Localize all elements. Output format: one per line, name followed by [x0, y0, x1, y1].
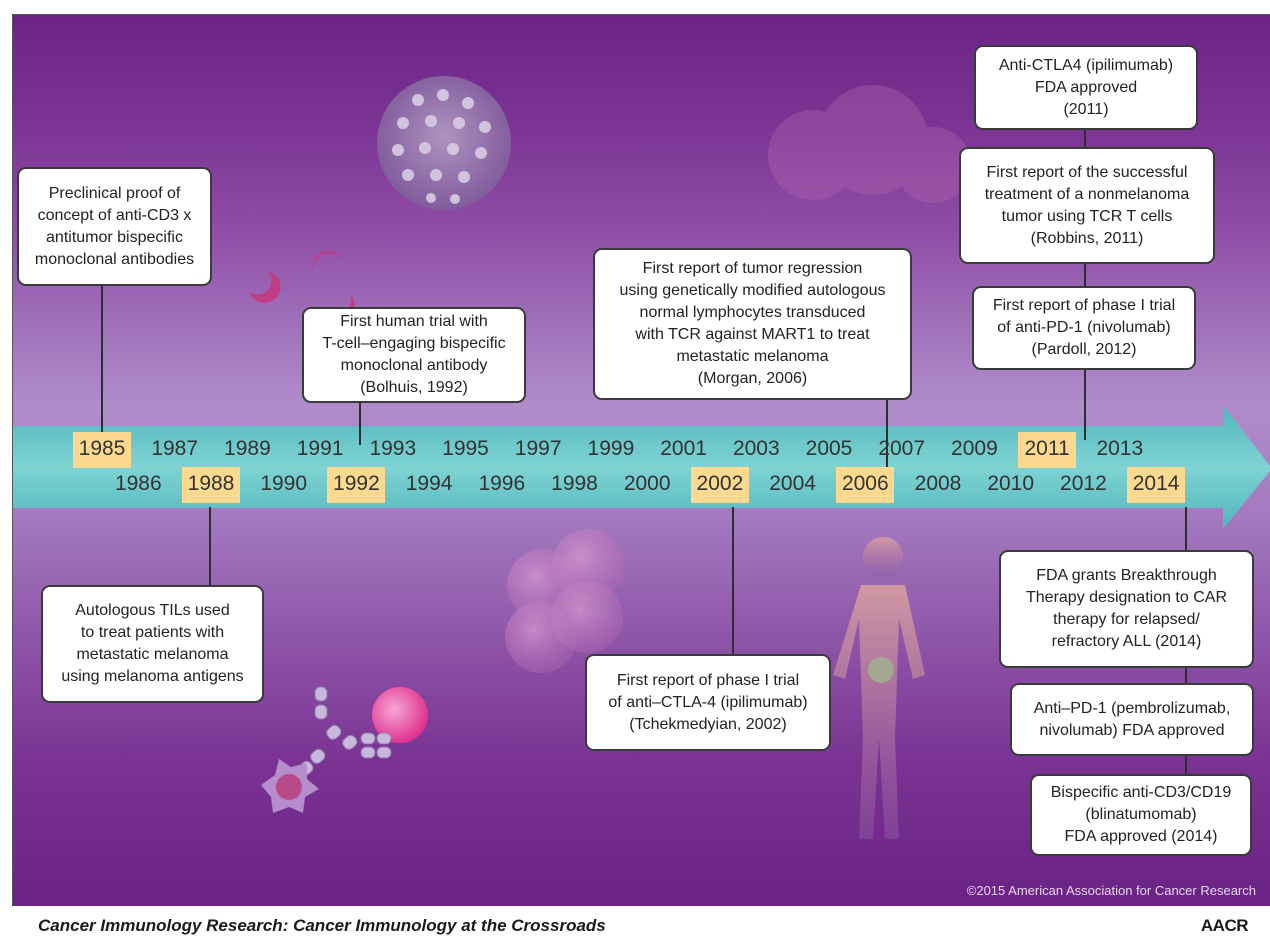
event-text: Preclinical proof of concept of anti-CD3… — [34, 184, 195, 268]
year-highlight-1992 — [327, 467, 386, 503]
connector-1992 — [359, 403, 361, 445]
event-box-2014-blinatumomab: Bispecific anti-CD3/CD19 (blinatumomab) … — [1030, 774, 1252, 856]
year-label-1997: 1997 — [514, 437, 562, 460]
year-label-1990: 1990 — [260, 472, 308, 495]
year-highlight-2006 — [836, 467, 895, 503]
event-box-2006: First report of tumor regression using g… — [593, 248, 912, 400]
event-box-2011-tcr: First report of the successful treatment… — [959, 147, 1215, 264]
year-label-1995: 1995 — [442, 437, 489, 460]
year-label-2008: 2008 — [914, 472, 962, 495]
event-text: Bispecific anti-CD3/CD19 (blinatumomab) … — [1050, 784, 1232, 845]
timeline-figure: 1985 1987 1989 1991 1993 1995 1997 1999 2001 2003… — [13, 15, 1270, 906]
connector-1988 — [209, 507, 211, 585]
year-label-1994: 1994 — [405, 472, 453, 495]
event-text: First report of tumor regression using g… — [619, 260, 886, 387]
year-label-2011: 2011 — [1024, 437, 1070, 460]
connector-1985 — [101, 286, 103, 440]
background-decoration — [13, 76, 1270, 839]
event-box-2014-pd1: Anti–PD-1 (pembrolizumab, nivolumab) FDA… — [1010, 683, 1254, 756]
cell-bubbles-icon — [505, 529, 624, 673]
year-label-2006: 2006 — [841, 472, 889, 495]
connector-2006 — [886, 400, 888, 473]
event-text: Anti-CTLA4 (ipilimumab) FDA approved (20… — [998, 56, 1174, 118]
event-box-2002: First report of phase I trial of anti–CT… — [585, 654, 831, 751]
year-label-2014: 2014 — [1132, 472, 1180, 495]
event-text: Anti–PD-1 (pembrolizumab, nivolumab) FDA… — [1033, 699, 1231, 739]
year-highlight-1988 — [182, 467, 240, 503]
connector-2014 — [1185, 507, 1187, 856]
year-highlight-2014 — [1127, 467, 1186, 503]
event-box-2011-nivolumab: First report of phase I trial of anti-PD… — [972, 286, 1196, 370]
year-label-2004: 2004 — [769, 472, 816, 495]
year-highlight-1985 — [73, 432, 131, 468]
year-label-1993: 1993 — [369, 437, 417, 460]
event-text: First report of the successful treatment… — [984, 163, 1190, 247]
antibody-tcell-icon — [261, 686, 428, 813]
virus-sphere-icon — [377, 76, 511, 210]
event-box-1988: Autologous TILs used to treat patients w… — [41, 585, 264, 703]
year-label-1991: 1991 — [296, 437, 344, 460]
timeline-arrow — [13, 405, 1270, 529]
year-label-2003: 2003 — [732, 437, 780, 460]
aacr-logo: AACR — [1200, 916, 1249, 935]
year-label-1987: 1987 — [151, 437, 199, 460]
event-text: FDA grants Breakthrough Therapy designat… — [1026, 567, 1227, 650]
event-box-1992: First human trial with T-cell–engaging b… — [302, 307, 526, 403]
event-box-1985: Preclinical proof of concept of anti-CD3… — [17, 167, 212, 286]
year-label-2012: 2012 — [1060, 472, 1107, 495]
human-figure-icon — [833, 537, 925, 839]
year-label-2007: 2007 — [878, 437, 926, 460]
frame-border-top — [13, 14, 1270, 15]
event-box-2011-ipilimumab: Anti-CTLA4 (ipilimumab) FDA approved (20… — [974, 45, 1198, 130]
year-label-1986: 1986 — [114, 472, 162, 495]
year-label-1996: 1996 — [478, 472, 526, 495]
year-label-1985: 1985 — [78, 437, 126, 460]
connector-2011 — [1084, 130, 1086, 440]
year-label-1999: 1999 — [587, 437, 635, 460]
connector-2002 — [732, 507, 734, 654]
year-label-1992: 1992 — [333, 472, 380, 495]
year-highlight-2011 — [1018, 432, 1077, 468]
year-label-2005: 2005 — [805, 437, 853, 460]
year-label-2013: 2013 — [1096, 437, 1144, 460]
event-text: First human trial with T-cell–engaging b… — [322, 313, 506, 396]
year-label-1989: 1989 — [224, 437, 271, 460]
event-text: First report of phase I trial of anti–CT… — [608, 671, 808, 733]
faint-cell-cluster-icon — [768, 85, 971, 203]
event-text: Autologous TILs used to treat patients w… — [61, 602, 244, 685]
year-label-2009: 2009 — [951, 437, 998, 460]
year-label-2001: 2001 — [660, 437, 707, 460]
year-label-2000: 2000 — [623, 472, 671, 495]
year-label-2002: 2002 — [696, 472, 744, 495]
year-label-1998: 1998 — [551, 472, 598, 495]
frame-border-left — [12, 14, 13, 906]
year-label-2010: 2010 — [987, 472, 1035, 495]
journal-caption: Cancer Immunology Research: Cancer Immun… — [38, 916, 606, 935]
year-label-1988: 1988 — [187, 472, 235, 495]
year-highlight-2002 — [690, 467, 749, 503]
event-text: First report of phase I trial of anti-PD… — [992, 297, 1176, 358]
event-box-2014-car: FDA grants Breakthrough Therapy designat… — [999, 550, 1254, 668]
copyright-notice: ©2015 American Association for Cancer Re… — [966, 883, 1256, 898]
